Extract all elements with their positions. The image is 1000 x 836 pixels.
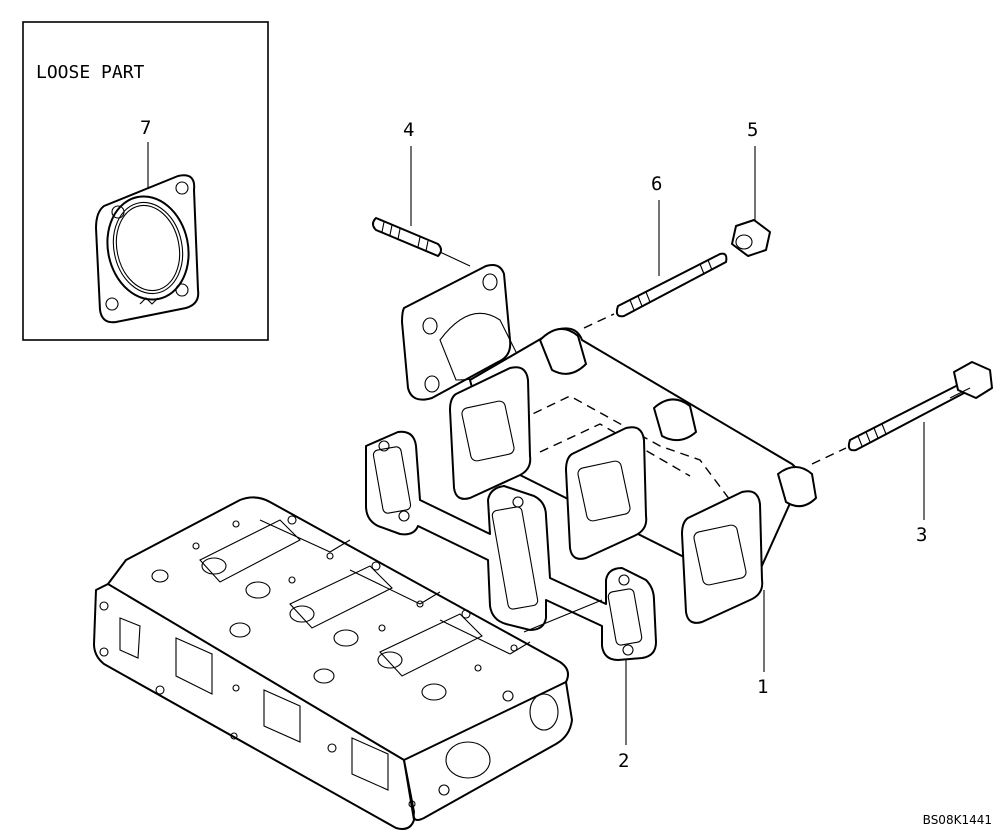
callout-7-label: 7 (140, 117, 151, 139)
nut-5-drawing (731, 219, 771, 257)
callout-6: 6 (651, 173, 662, 276)
callout-1-label: 1 (757, 676, 768, 698)
callout-5-label: 5 (747, 119, 758, 141)
inset-title: LOOSE PART (36, 62, 145, 83)
callout-4: 4 (403, 119, 414, 226)
bolt-3-drawing (811, 361, 993, 465)
stud-6-drawing (583, 252, 728, 329)
callout-3: 3 (916, 422, 927, 546)
callout-5: 5 (747, 119, 758, 222)
manifold-gasket-drawing (365, 430, 657, 661)
exhaust-manifold-drawing (401, 264, 817, 624)
stud-4-drawing (372, 217, 471, 267)
loose-part-inset: LOOSE PART 7 (22, 21, 269, 341)
callout-3-label: 3 (916, 524, 927, 546)
callout-1: 1 (757, 590, 768, 698)
callout-6-label: 6 (651, 173, 662, 195)
callout-2-label: 2 (618, 750, 629, 772)
head-gasket-alignment-line (523, 599, 603, 633)
flange-gasket-drawing (95, 174, 200, 324)
inset-frame (22, 21, 269, 341)
callout-4-label: 4 (403, 119, 414, 141)
callout-2: 2 (618, 652, 629, 772)
drawing-reference-code: BS08K1441 (923, 813, 992, 827)
cylinder-head-drawing (93, 496, 573, 830)
